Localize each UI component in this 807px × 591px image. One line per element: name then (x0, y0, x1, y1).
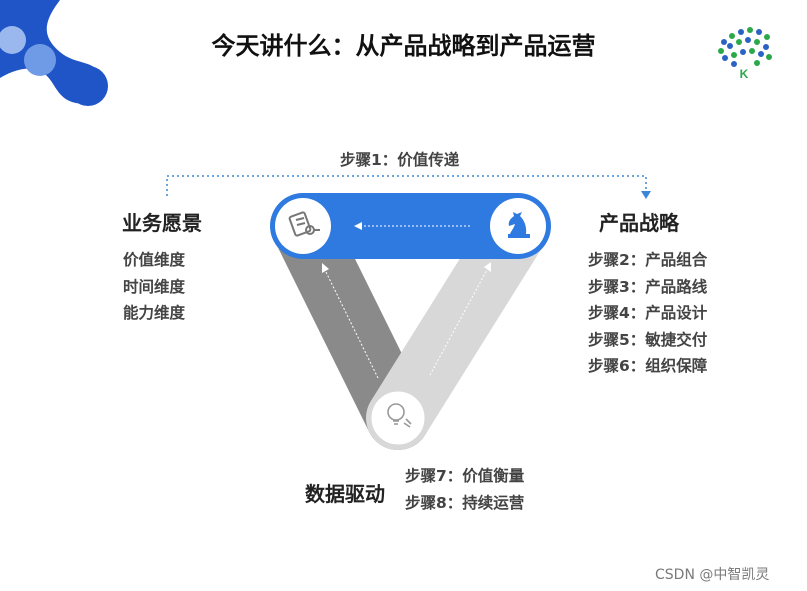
top-connector-arrowhead (641, 191, 651, 199)
product-strategy-title: 产品战略 (599, 211, 679, 235)
list-item: 步骤7：价值衡量 (405, 467, 525, 485)
business-vision-title: 业务愿景 (122, 211, 202, 235)
list-item: 步骤2：产品组合 (588, 251, 708, 269)
list-item: 步骤4：产品设计 (588, 304, 708, 322)
list-item: 步骤3：产品路线 (588, 277, 708, 296)
top-step-label: 步骤1：价值传递 (340, 151, 460, 169)
node-circle-business-vision (275, 198, 331, 254)
arrow-left-flow (324, 269, 379, 379)
arrow-top-head (354, 222, 362, 230)
arrow-right-head (484, 262, 491, 272)
document-check-icon (288, 211, 320, 237)
data-driven-title: 数据驱动 (305, 482, 385, 506)
node-circle-data-driven (368, 388, 428, 448)
brand-logo: K (718, 27, 772, 81)
brand-logo-dots (718, 27, 772, 67)
page-title: 今天讲什么：从产品战略到产品运营 (211, 32, 596, 60)
data-driven-steps: 步骤7：价值衡量 步骤8：持续运营 (405, 463, 524, 516)
list-item: 步骤8：持续运营 (405, 493, 525, 512)
list-item: 能力维度 (123, 304, 186, 322)
arrow-right-flow (429, 267, 489, 376)
lightbulb-icon (387, 403, 412, 428)
chess-knight-icon (508, 212, 530, 238)
list-item: 步骤6：组织保障 (588, 357, 708, 375)
arrow-left-head (322, 263, 329, 273)
list-item: 时间维度 (123, 277, 186, 296)
brand-logo-letter: K (740, 67, 749, 81)
list-item: 价值维度 (123, 251, 186, 269)
product-strategy-steps: 步骤2：产品组合 步骤3：产品路线 步骤4：产品设计 步骤5：敏捷交付 步骤6：… (588, 247, 707, 380)
list-item: 步骤5：敏捷交付 (588, 330, 708, 349)
top-dotted-connector (166, 175, 647, 196)
corner-logo-shape (0, 0, 108, 106)
watermark-text: CSDN @中智凯灵 (655, 567, 770, 583)
business-vision-list: 价值维度 时间维度 能力维度 (123, 247, 185, 327)
